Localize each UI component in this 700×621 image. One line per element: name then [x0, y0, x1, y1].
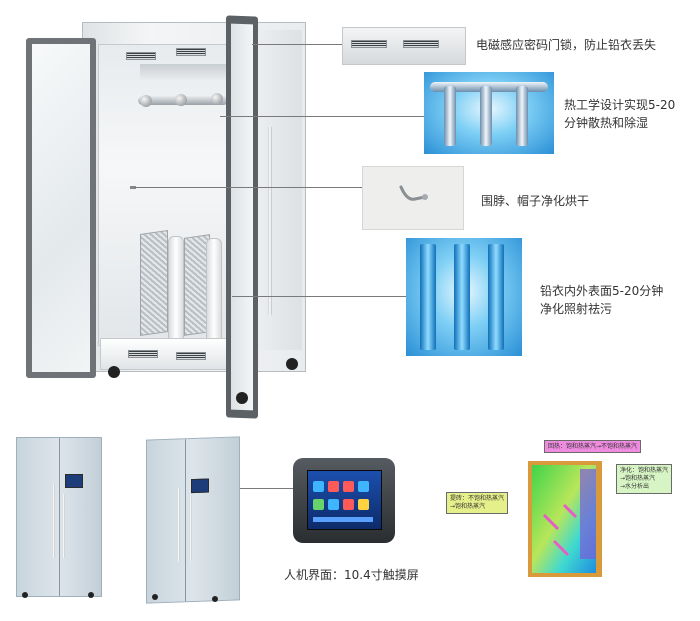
- callout-line-heat: [220, 116, 424, 117]
- airflow-tag-right-1: 净化：饱和热蒸汽: [620, 467, 669, 474]
- airflow-tag-left-1: 提砖：不饱和热蒸汽: [450, 495, 505, 502]
- airflow-tag-right: 净化：饱和热蒸汽 →饱和热蒸汽 →水分析出: [616, 464, 673, 494]
- airflow-tag-top-text: 回热：饱和热蒸汽→不饱和热蒸汽: [548, 443, 638, 450]
- airflow-tag-right-3: →水分析出: [620, 483, 650, 490]
- hook-icon: [399, 185, 428, 201]
- closed-cabinet-angle: [146, 436, 240, 604]
- right-glass-door[interactable]: [226, 15, 258, 419]
- callout-surface-line1: 铅衣内外表面5-20分钟: [540, 284, 664, 298]
- thumb-column-2: [454, 244, 470, 350]
- thumb-pipe-2: [480, 86, 492, 146]
- callout-surface-line2: 净化照射祛污: [540, 302, 613, 316]
- rail-knob-3: [211, 93, 223, 105]
- lock-thumbnail: [342, 27, 466, 65]
- bottom-vent-left: [128, 350, 158, 358]
- callout-line-screen: [238, 488, 293, 489]
- top-vent-right: [176, 48, 206, 56]
- mini-touch-screen-2: [191, 478, 209, 494]
- thumb-column-1: [420, 244, 436, 350]
- mini-touch-screen: [65, 474, 83, 488]
- heat-design-thumbnail: [424, 72, 554, 154]
- scarf-hook-thumbnail: [362, 166, 464, 230]
- callout-line-surface: [232, 296, 406, 297]
- bottom-vent-right: [176, 352, 206, 360]
- caster-wheel-2: [286, 358, 298, 370]
- callout-heat-line1: 热工学设计实现5-20: [564, 98, 676, 112]
- callout-line-scarf: [134, 187, 362, 188]
- screen-button-5: [313, 499, 324, 510]
- touch-screen-device: [293, 458, 395, 543]
- airflow-tag-top: 回热：饱和热蒸汽→不饱和热蒸汽: [544, 440, 642, 453]
- screen-button-6: [328, 499, 339, 510]
- thumb-column-3: [488, 244, 504, 350]
- screen-button-7: [343, 499, 354, 510]
- lock-vent-right: [403, 40, 439, 48]
- screen-button-1: [313, 481, 324, 492]
- rail-knob-2: [175, 94, 187, 106]
- left-door-glass: [32, 44, 90, 372]
- caster-2a: [152, 594, 158, 600]
- door-handle-2l: [177, 487, 180, 562]
- screen-button-3: [343, 481, 354, 492]
- lock-vent-left: [351, 40, 387, 48]
- callout-scarf-text: 围脖、帽子净化烘干: [481, 194, 590, 208]
- left-glass-door[interactable]: [26, 38, 96, 378]
- thumb-pipe-3: [516, 86, 528, 146]
- closed-cabinet-front: [16, 437, 102, 597]
- airflow-tag-left: 提砖：不饱和热蒸汽 →饱和热蒸汽: [446, 492, 509, 514]
- rail-knob-1: [140, 95, 152, 107]
- door-handle-2r: [189, 495, 192, 562]
- cabinet-base-plate: [100, 338, 236, 370]
- caster-wheel-3: [236, 392, 248, 404]
- screen-status-bar: [313, 517, 373, 522]
- right-door-glass: [231, 23, 253, 411]
- surface-purify-thumbnail: [406, 238, 522, 356]
- screen-button-4: [358, 481, 369, 492]
- screen-button-2: [328, 481, 339, 492]
- airflow-cabinet-graphic: [528, 461, 602, 577]
- caster-2b: [212, 596, 218, 602]
- vest-board-2: [206, 238, 222, 344]
- touch-screen-display: [307, 470, 382, 530]
- cabinet-handle: [268, 126, 272, 316]
- top-vent-left: [126, 52, 156, 60]
- door-handle-right: [62, 494, 65, 558]
- vest-board-1: [168, 236, 184, 342]
- caster-1a: [22, 592, 28, 598]
- uv-lamp-tray: [140, 64, 228, 82]
- screen-button-8: [358, 499, 369, 510]
- caster-1b: [88, 592, 94, 598]
- callout-heat-line2: 分钟散热和除湿: [564, 116, 649, 130]
- screen-caption: 人机界面：10.4寸触摸屏: [284, 568, 419, 582]
- callout-lock-text: 电磁感应密码门锁，防止铅衣丢失: [476, 38, 657, 52]
- door-seam: [59, 438, 60, 596]
- airflow-tag-right-2: →饱和热蒸汽: [620, 475, 656, 482]
- callout-line-lock: [252, 44, 342, 45]
- thumb-pipe-1: [444, 86, 456, 146]
- airflow-tag-left-2: →饱和热蒸汽: [450, 503, 486, 510]
- mesh-panel-1: [140, 230, 168, 336]
- caster-wheel-1: [108, 366, 120, 378]
- airflow-diagram: [524, 455, 614, 583]
- door-handle-left: [52, 484, 55, 558]
- door-seam-2: [185, 439, 186, 602]
- scarf-hook: [130, 186, 136, 189]
